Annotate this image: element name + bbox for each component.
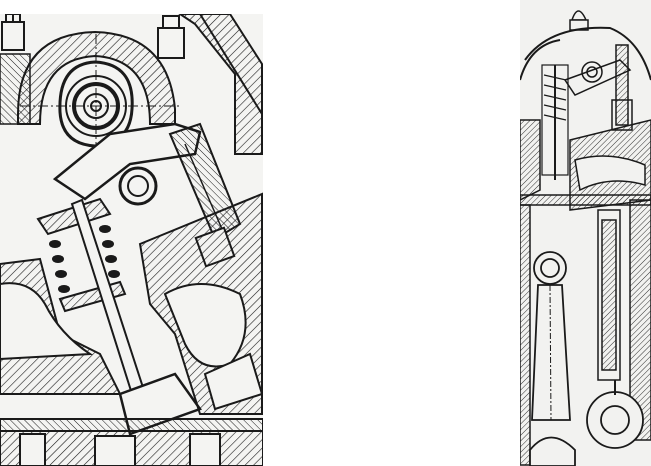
engine-section-svg [520,10,651,466]
intake-port [0,257,122,395]
rocker-cover [520,26,651,81]
cylinder-block-top [0,418,263,466]
cylinder-piston [520,199,651,466]
top-nut [569,10,589,31]
rocker-arm [52,122,202,206]
head-wall-right [178,14,263,155]
top-bolt-right [157,15,185,59]
connecting-rod [531,251,571,421]
exhaust-port [138,192,263,415]
valvetrain-svg [0,14,263,466]
cylinder-head [520,119,651,211]
injector [611,44,633,131]
valvetrain-drawing [0,14,263,466]
engine-section-drawing [520,0,651,466]
valve-spring-top [541,64,569,180]
rocker-pivot [563,59,632,96]
crank-big-end [529,380,644,466]
top-bolt-left [1,14,25,51]
camshaft [20,34,180,174]
